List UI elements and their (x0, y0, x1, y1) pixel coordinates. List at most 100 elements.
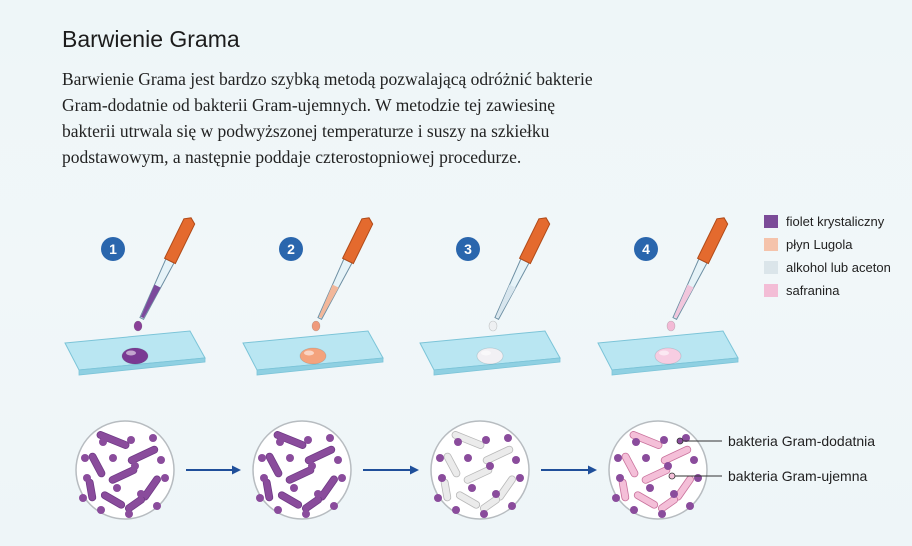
step-badge (279, 237, 303, 261)
pipette-bulb (163, 217, 196, 265)
gram-positive-coccus (686, 502, 694, 510)
label-gram-positive: bakteria Gram-dodatnia (728, 433, 875, 449)
gram-positive-coccus (326, 434, 334, 442)
gram-positive-coccus (670, 490, 678, 498)
gram-positive-coccus (97, 506, 105, 514)
intro-paragraph: Barwienie Grama jest bardzo szybką metod… (62, 66, 782, 170)
gram-negative-rod (301, 495, 323, 513)
gram-negative-rod (124, 495, 146, 513)
intro-line: Gram-dodatnie od bakterii Gram-ujemnych.… (62, 95, 556, 115)
gram-positive-coccus (314, 490, 322, 498)
spot-highlight (304, 350, 314, 356)
gram-negative-rod (482, 445, 514, 465)
sample-spot (476, 347, 504, 365)
glass-slide-edge (611, 357, 739, 376)
gram-positive-coccus (137, 490, 145, 498)
legend-swatch (764, 261, 778, 274)
gram-positive-coccus (153, 502, 161, 510)
microscope-view-3 (430, 420, 530, 520)
gram-positive-coccus (286, 454, 294, 462)
gram-positive-coccus (504, 434, 512, 442)
glass-slide-edge (433, 357, 561, 376)
legend-swatch (764, 238, 778, 251)
gram-positive-coccus (260, 474, 268, 482)
pipette-liquid (318, 284, 339, 319)
pointer-dot (676, 437, 684, 445)
gram-negative-rod (127, 445, 159, 465)
gram-positive-coccus (508, 502, 516, 510)
gram-negative-rod (443, 452, 461, 478)
gram-positive-coccus (338, 474, 346, 482)
step-badge (456, 237, 480, 261)
gram-negative-rod (660, 445, 692, 465)
step-number: 4 (642, 241, 650, 257)
gram-positive-coccus (658, 510, 666, 518)
gram-positive-coccus (334, 456, 342, 464)
intro-line: Barwienie Grama jest bardzo szybką metod… (62, 69, 593, 89)
spot-highlight (481, 350, 491, 356)
legend-label: alkohol lub aceton (786, 260, 891, 275)
gram-negative-rod (451, 431, 485, 449)
gram-positive-coccus (436, 454, 444, 462)
gram-positive-coccus (660, 436, 668, 444)
gram-positive-coccus (438, 474, 446, 482)
step-badge (101, 237, 125, 261)
sample-spot (654, 347, 682, 365)
glass-slide-edge (256, 357, 384, 376)
microscope-view-4 (608, 420, 708, 520)
gram-positive-coccus (690, 456, 698, 464)
legend-label: fiolet krystaliczny (786, 214, 885, 229)
gram-positive-coccus (302, 510, 310, 518)
gram-positive-coccus (682, 434, 690, 442)
legend-swatch (764, 215, 778, 228)
sample-spot (121, 347, 149, 365)
gram-positive-coccus (486, 462, 494, 470)
gram-negative-rod (479, 495, 501, 513)
pointer-dot (668, 472, 676, 480)
gram-negative-rod (265, 452, 283, 478)
gram-positive-coccus (516, 474, 524, 482)
gram-positive-coccus (149, 434, 157, 442)
gram-negative-rod (455, 491, 481, 509)
gram-positive-coccus (492, 490, 500, 498)
step-number: 3 (464, 241, 472, 257)
gram-positive-coccus (131, 462, 139, 470)
gram-positive-coccus (646, 484, 654, 492)
pipette-bulb (696, 217, 729, 265)
gram-negative-rod (88, 452, 106, 478)
gram-positive-coccus (642, 454, 650, 462)
gram-positive-coccus (614, 454, 622, 462)
gram-positive-coccus (612, 494, 620, 502)
microscope-view-2 (252, 420, 352, 520)
step-3: 3 (419, 217, 561, 376)
gram-negative-rod (629, 431, 663, 449)
pipette-liquid (140, 284, 161, 319)
intro-line: podstawowym, a następnie poddaje czteros… (62, 147, 522, 167)
legend: fiolet krystaliczny płyn Lugola alkohol lu… (764, 214, 891, 298)
gram-negative-rod (96, 431, 130, 449)
label-gram-negative: bakteria Gram-ujemna (728, 468, 867, 484)
gram-positive-coccus (79, 494, 87, 502)
pipette-bulb (341, 217, 374, 265)
gram-positive-coccus (304, 436, 312, 444)
gram-positive-coccus (480, 510, 488, 518)
process-arrow-head (232, 465, 241, 475)
pipette-liquid (673, 284, 694, 319)
gram-negative-rod (633, 491, 659, 509)
gram-positive-coccus (127, 436, 135, 444)
gram-positive-coccus (694, 474, 702, 482)
gram-positive-coccus (482, 436, 490, 444)
annotations: bakteria Gram-dodatnia bakteria Gram-ujem… (668, 433, 875, 484)
gram-positive-coccus (274, 506, 282, 514)
gram-positive-coccus (256, 494, 264, 502)
glass-slide-edge (78, 357, 206, 376)
legend-label: safranina (786, 283, 840, 298)
legend-label: płyn Lugola (786, 237, 853, 252)
gram-positive-coccus (81, 454, 89, 462)
pipette-liquid (495, 284, 516, 319)
gram-positive-coccus (434, 494, 442, 502)
gram-positive-coccus (630, 506, 638, 514)
gram-positive-coccus (290, 484, 298, 492)
